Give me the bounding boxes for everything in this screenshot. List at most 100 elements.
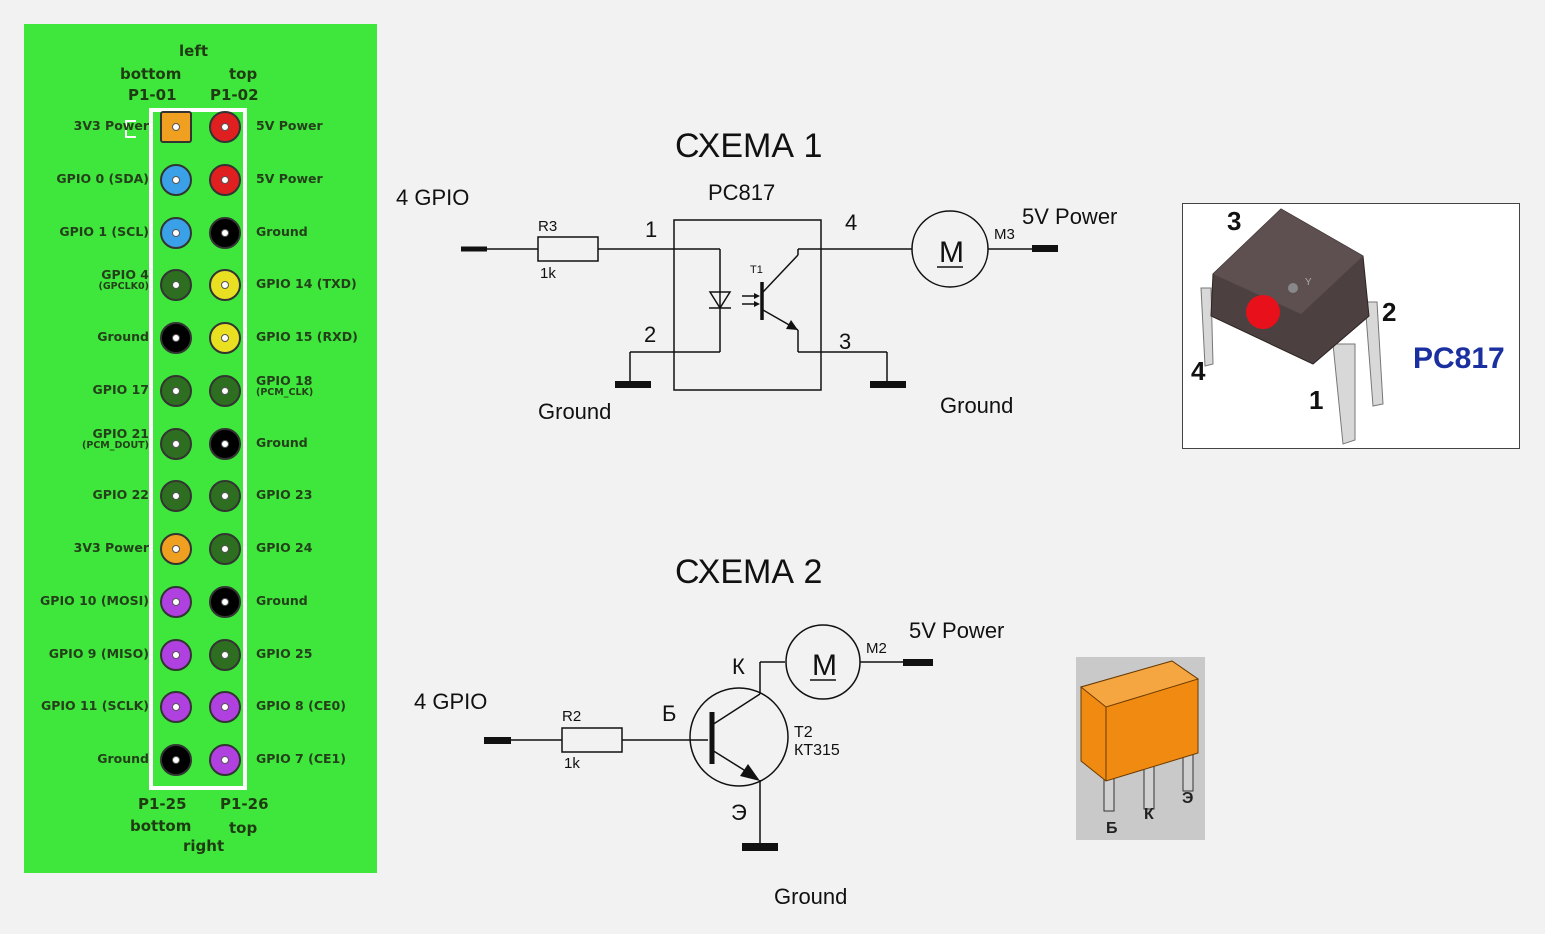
pin-right-name: 5V Power (256, 118, 323, 133)
pin-left-label: GPIO 11 (SCLK) (24, 699, 149, 712)
pin-right-5 (209, 322, 241, 354)
pin-left-label: 3V3 Power (24, 119, 149, 132)
scheme1-chip-label: PC817 (708, 180, 775, 205)
pc817-pin4-label: 4 (1191, 356, 1206, 386)
scheme2-title: СХЕМА 2 (675, 553, 822, 591)
scheme2-t2-label: T2 (794, 724, 813, 741)
pin-left-label: GPIO 22 (24, 488, 149, 501)
scheme1-emitter-arrow (786, 320, 798, 330)
scheme1-power-terminal (1032, 245, 1058, 252)
pc817-photo: Y 3 2 4 1 PC817 (1182, 203, 1520, 449)
pin-right-8 (209, 480, 241, 513)
pin-right-name: GPIO 8 (CE0) (256, 698, 346, 714)
scheme1-ground-symbol-left (615, 381, 651, 388)
scheme1-light-arrowhead-1 (754, 293, 760, 299)
pin-left-13 (160, 744, 192, 776)
pin-p1-25-label: P1-25 (138, 795, 187, 813)
pin-right-label: 5V Power (256, 119, 376, 132)
pin-p1-01-label: P1-01 (128, 86, 177, 104)
pin-right-name: 5V Power (256, 170, 323, 186)
pin-p1-26-label: P1-26 (220, 795, 269, 813)
scheme2-emitter-label: Э (731, 800, 747, 825)
pin-left-subname: (PCM_DOUT) (82, 439, 149, 451)
scheme2-transistor-t2 (689, 687, 789, 787)
scheme2-motor-symbol: M (812, 649, 837, 682)
scheme1-r3-label: R3 (538, 218, 557, 235)
top-label: top (229, 65, 258, 83)
scheme2-m2-label: M2 (866, 640, 887, 657)
scheme2-resistor-r2 (561, 727, 623, 753)
pc817-pin2-label: 2 (1382, 297, 1396, 327)
pin-left-label: Ground (24, 330, 149, 343)
pc817-pin1-label: 1 (1309, 385, 1323, 415)
pin-right-3 (209, 216, 241, 249)
pin-right-subname: (PCM_CLK) (256, 386, 314, 398)
pin-left-label: GPIO 10 (MOSI) (24, 594, 149, 607)
scheme1-input-label: 4 GPIO (396, 185, 469, 210)
pin-left-name: GPIO 1 (SCL) (59, 223, 149, 239)
pin-right-label: Ground (256, 594, 376, 607)
pin-right-name: GPIO 18 (256, 372, 313, 388)
pin-left-2 (160, 163, 192, 196)
pin-right-12 (209, 691, 241, 724)
top-label-2: top (229, 819, 258, 837)
scheme2-ground-symbol (742, 843, 778, 851)
pin-p1-02-label: P1-02 (210, 86, 259, 104)
scheme2-power-label: 5V Power (909, 618, 1004, 643)
pin-right-label: Ground (256, 225, 376, 238)
pin-right-10 (209, 585, 241, 618)
pin-left-5 (160, 322, 192, 354)
pc817-photo-label: PC817 (1413, 342, 1505, 375)
scheme1-motor-symbol: M (939, 236, 964, 269)
kt315-photo: Б К Э (1076, 657, 1205, 840)
left-label: left (179, 42, 209, 60)
pin-left-9 (160, 533, 192, 565)
pin-right-label: GPIO 7 (CE1) (256, 752, 376, 765)
scheme1-power-label: 5V Power (1022, 204, 1117, 229)
pin-right-label: 5V Power (256, 172, 376, 185)
pin-left-label: GPIO 0 (SDA) (24, 172, 149, 185)
scheme1-ground-left-label: Ground (538, 399, 611, 424)
pin-left-name: GPIO 4 (101, 267, 149, 283)
pin-left-label: GPIO 1 (SCL) (24, 225, 149, 238)
scheme2-input-label: 4 GPIO (414, 689, 487, 714)
scheme1-r3-value: 1k (540, 265, 556, 282)
scheme2-r2-value: 1k (564, 755, 580, 772)
pin-right-11 (209, 638, 241, 671)
pin-left-name: GPIO 17 (92, 381, 149, 397)
scheme2-emitter-arrow (740, 764, 760, 781)
kt315-leg-k-label: К (1144, 806, 1154, 823)
pin-right-13 (209, 744, 241, 776)
scheme1-m3-label: M3 (994, 226, 1015, 243)
kt315-leg-e-label: Э (1182, 790, 1193, 807)
scheme1-light-arrowhead-2 (754, 301, 760, 307)
pin-left-name: Ground (97, 751, 149, 766)
pin-left-6 (160, 374, 192, 407)
pin-right-7 (209, 427, 241, 460)
pin-right-1 (209, 111, 241, 143)
scheme1-pin2-label: 2 (644, 322, 656, 347)
pin-right-2 (209, 163, 241, 196)
scheme1-pin1-label: 1 (645, 217, 657, 242)
pc817-marking: Y (1305, 277, 1312, 288)
pin-left-name: 3V3 Power (73, 118, 149, 133)
pc817-leg-2 (1364, 301, 1384, 407)
pin-right-label: GPIO 8 (CE0) (256, 699, 376, 712)
scheme2-collector-label: К (732, 654, 745, 679)
pin-left-8 (160, 480, 192, 513)
pc817-illustration: Y 3 2 4 1 PC817 (1191, 206, 1505, 445)
pin-right-name: Ground (256, 223, 308, 239)
scheme2-input-terminal (484, 737, 511, 744)
scheme2-power-terminal (903, 659, 933, 666)
scheme2-t2-model: КТ315 (794, 742, 840, 759)
pin-right-name: GPIO 23 (256, 487, 313, 503)
scheme2-collector-line (711, 693, 761, 726)
pin-right-label: Ground (256, 436, 376, 449)
pin-left-10 (160, 585, 192, 618)
pin-right-name: Ground (256, 592, 308, 608)
pin-right-name: GPIO 7 (CE1) (256, 751, 346, 766)
scheme1-ground-symbol-right (870, 381, 906, 388)
pin-left-name: GPIO 22 (92, 487, 149, 503)
